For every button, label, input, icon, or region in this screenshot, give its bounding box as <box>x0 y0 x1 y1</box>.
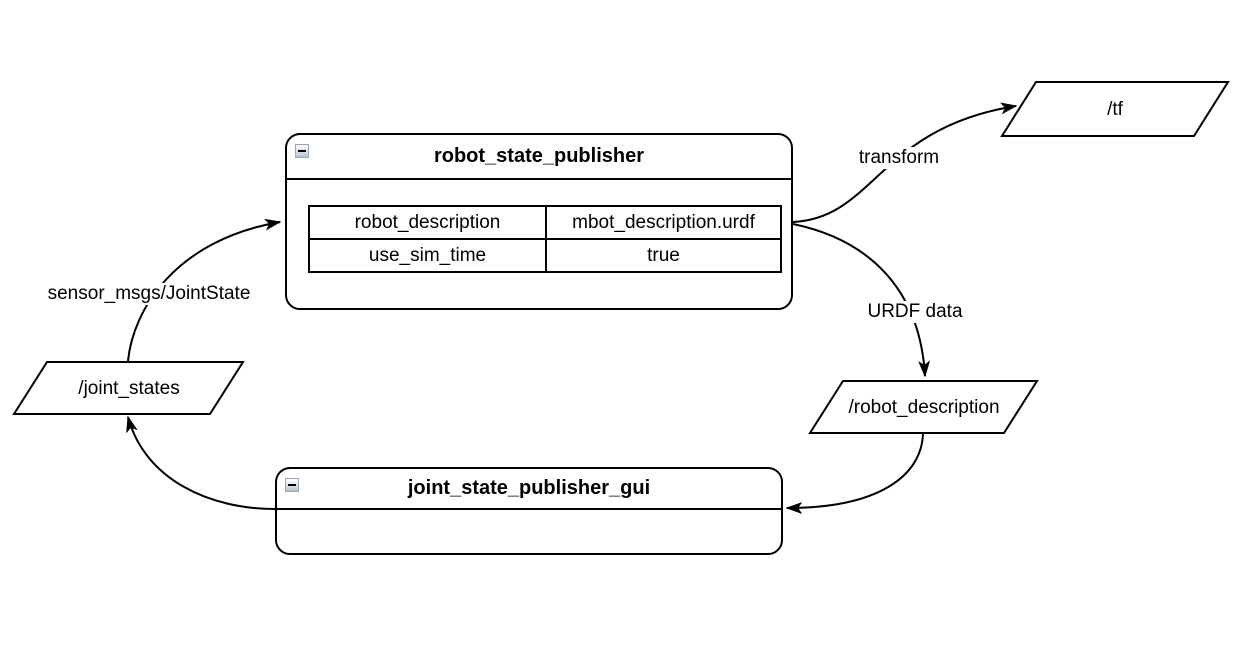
edge-label-urdf-data[interactable]: URDF data <box>864 301 966 323</box>
edge-robot-state-publisher-to-robot-description[interactable] <box>792 223 925 376</box>
minus-glyph <box>298 150 306 152</box>
topic-shapes <box>12 81 1230 434</box>
table-row: robot_description mbot_description.urdf <box>308 205 782 240</box>
table-row: use_sim_time true <box>308 238 782 273</box>
node-titlebar: joint_state_publisher_gui <box>277 469 781 510</box>
minus-glyph <box>288 484 296 486</box>
node-title: robot_state_publisher <box>433 145 645 167</box>
topic-joint-states-parallelogram[interactable] <box>12 361 245 415</box>
edge-label-transform[interactable]: transform <box>855 147 943 169</box>
edge-robot-state-publisher-to-tf[interactable] <box>792 106 1016 223</box>
edges <box>128 106 1016 509</box>
topic-tf-label: /tf <box>1107 99 1123 120</box>
topic-robot-description-label: /robot_description <box>848 397 1000 418</box>
topic-robot-description-parallelogram[interactable] <box>808 380 1039 434</box>
edge-label-sensor-msgs-jointstate[interactable]: sensor_msgs/JointState <box>44 283 254 305</box>
topic-joint-states-label: /joint_states <box>78 378 180 399</box>
edge-joint-state-publisher-gui-to-joint-states[interactable] <box>128 417 276 510</box>
topic-tf-parallelogram[interactable] <box>1000 81 1230 137</box>
collapse-minus-icon[interactable] <box>295 144 309 158</box>
edge-robot-description-to-joint-state-publisher-gui[interactable] <box>787 432 924 508</box>
node-title: joint_state_publisher_gui <box>407 477 651 499</box>
node-titlebar: robot_state_publisher <box>287 135 791 180</box>
param-value-cell[interactable]: true <box>545 238 782 273</box>
param-name-cell[interactable]: use_sim_time <box>308 238 547 273</box>
collapse-minus-icon[interactable] <box>285 478 299 492</box>
edge-joint-states-to-robot-state-publisher[interactable] <box>127 222 280 362</box>
node-joint-state-publisher-gui[interactable]: joint_state_publisher_gui <box>275 467 783 555</box>
parameter-table: robot_description mbot_description.urdf … <box>308 205 782 273</box>
param-value-cell[interactable]: mbot_description.urdf <box>545 205 782 240</box>
param-name-cell[interactable]: robot_description <box>308 205 547 240</box>
